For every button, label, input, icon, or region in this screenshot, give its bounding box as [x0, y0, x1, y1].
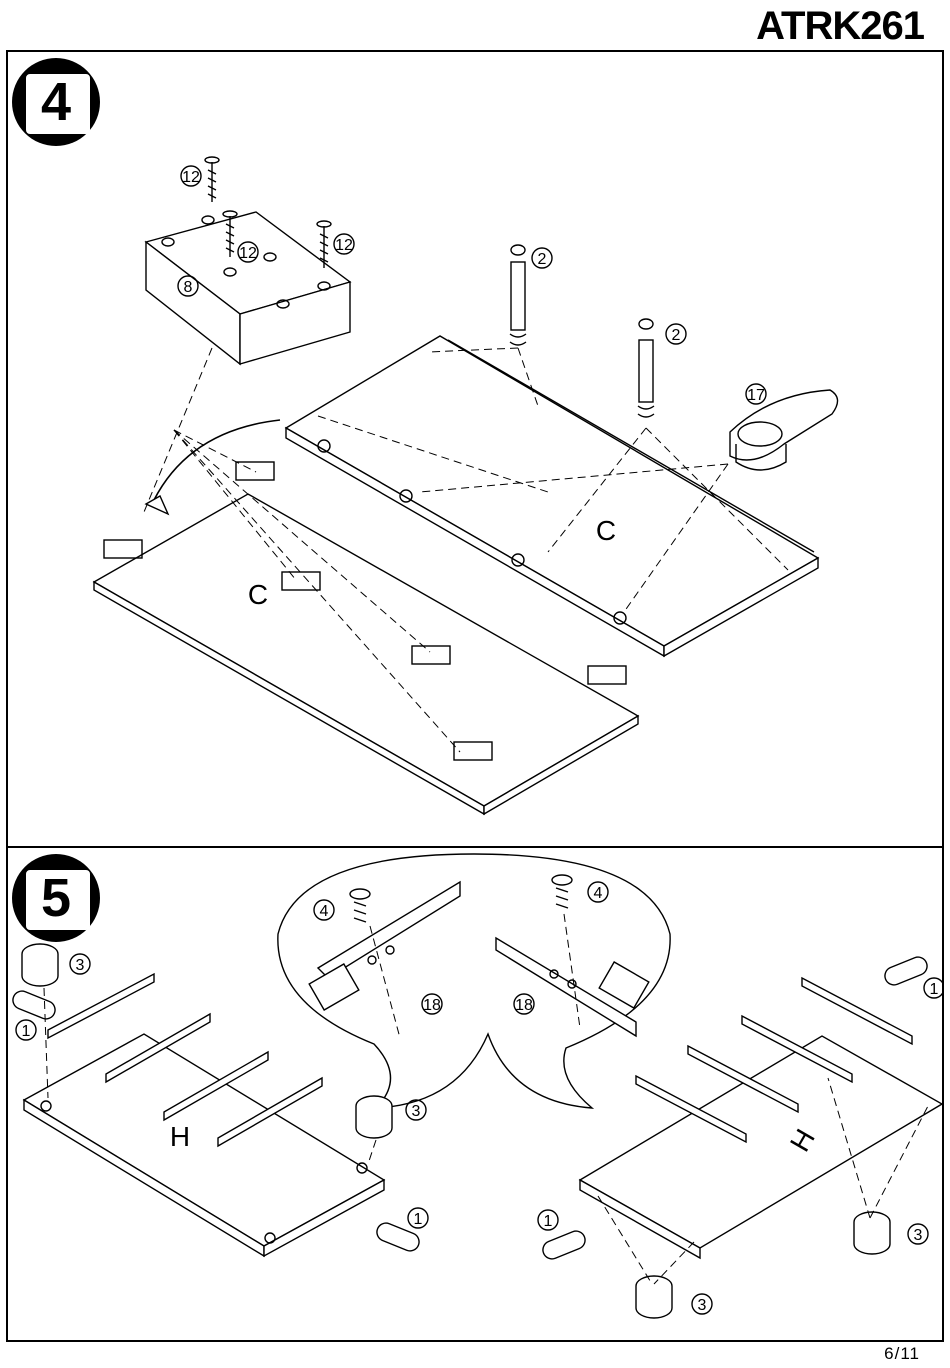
callout-block-8: 8	[184, 279, 193, 296]
page-number: 6/11	[884, 1344, 920, 1364]
step-5-panel: 5	[6, 846, 944, 1342]
step-5-illustration: 1 1 1 1 3 3 3 3 4 4 18 18 H H	[8, 848, 942, 1340]
step-4-panel: 4	[6, 50, 944, 848]
callout-cam-bolt-2a: 2	[538, 251, 547, 268]
callout-screw-12b: 12	[239, 245, 257, 262]
step-4-illustration: 12 12 12 8 2 2 17 C C	[8, 52, 942, 846]
callout-screw-4b: 4	[594, 885, 603, 902]
callout-cam-lock-3d: 3	[698, 1297, 707, 1314]
left-board-mark: H	[170, 1121, 190, 1152]
callout-cam-lock-17: 17	[747, 387, 765, 404]
callout-screw-12a: 12	[182, 169, 200, 186]
callout-cam-lock-3b: 3	[412, 1103, 421, 1120]
callout-dowel-1a: 1	[22, 1023, 31, 1040]
callout-dowel-1b: 1	[414, 1211, 423, 1228]
right-panel-mark: C	[596, 515, 616, 546]
callout-screw-12c: 12	[335, 237, 353, 254]
left-panel-mark: C	[248, 579, 268, 610]
callout-rail-18a: 18	[423, 997, 441, 1014]
right-board-drawing	[580, 978, 942, 1258]
callout-screw-4a: 4	[320, 903, 329, 920]
callout-rail-18b: 18	[515, 997, 533, 1014]
callout-cam-lock-3a: 3	[76, 957, 85, 974]
document-code: ATRK261	[756, 4, 924, 49]
callout-dowel-1d: 1	[930, 981, 939, 998]
callout-cam-bolt-2b: 2	[672, 327, 681, 344]
callout-dowel-1c: 1	[544, 1213, 553, 1230]
callout-cam-lock-3c: 3	[914, 1227, 923, 1244]
mounting-block-drawing	[146, 212, 350, 364]
